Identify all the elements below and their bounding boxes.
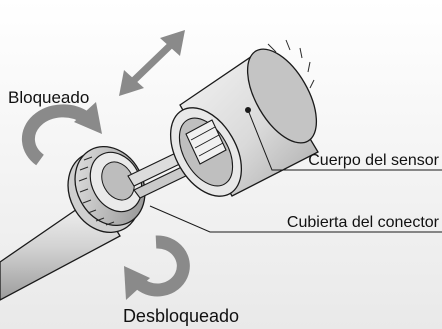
- lock-rotate-arrow-icon: [21, 102, 102, 166]
- label-sensor-body: Cuerpo del sensor: [308, 152, 439, 169]
- double-headed-arrow-icon: [119, 30, 185, 96]
- label-connector-cover: Cubierta del conector: [287, 214, 440, 231]
- connector-cover: [67, 145, 146, 234]
- leader-lines: [149, 109, 442, 233]
- label-unlocked: Desbloqueado: [123, 306, 239, 326]
- sensor-body: [169, 39, 319, 197]
- unlock-rotate-arrow-icon: [124, 235, 190, 300]
- label-locked: Bloqueado: [8, 88, 89, 107]
